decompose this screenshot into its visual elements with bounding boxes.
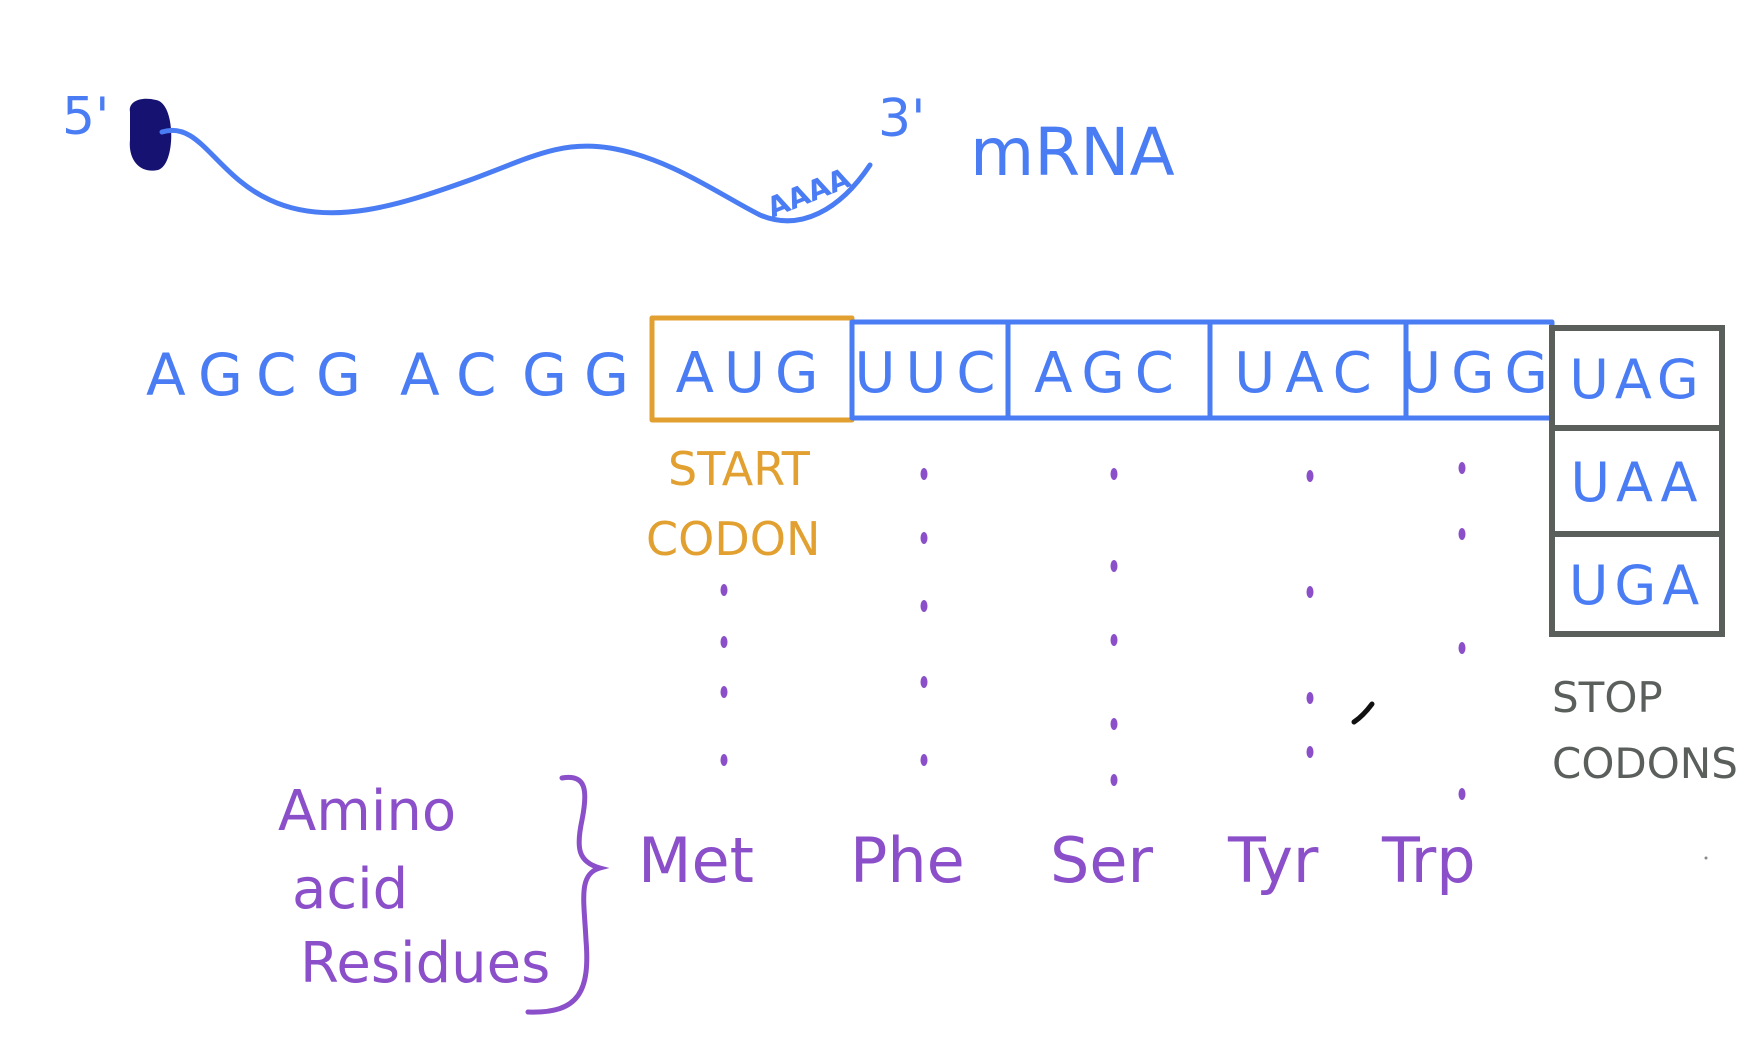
codon-text: AGC xyxy=(1034,341,1184,406)
mrna-label: mRNA xyxy=(970,114,1175,191)
leader-base: G xyxy=(522,341,567,409)
codon-box: AGC xyxy=(1005,319,1213,421)
connector-dot xyxy=(1110,634,1118,646)
connector-dot xyxy=(1458,788,1466,800)
connector-dot xyxy=(1458,462,1466,474)
residue-label: Phe xyxy=(850,824,965,897)
codon-row: AUG UUC AGC UAC UGG xyxy=(649,315,1558,423)
leader-base: C xyxy=(256,341,297,409)
pen-mark xyxy=(1351,701,1375,725)
codon-box: UGG xyxy=(1400,319,1558,421)
connector-dot xyxy=(1306,470,1314,482)
leader-base: G xyxy=(316,341,361,409)
stop-codons-label: STOP CODONS xyxy=(1552,673,1738,788)
three-prime-label: 3' xyxy=(878,89,925,149)
connector-dot xyxy=(1306,586,1314,598)
leader-base: A xyxy=(146,341,186,409)
connector-dot xyxy=(1110,468,1118,480)
start-label-line-1: START xyxy=(668,442,811,496)
residue-label: Ser xyxy=(1050,824,1154,897)
codon-text: UUC xyxy=(854,341,1005,406)
connector-dot xyxy=(720,636,728,648)
stop-codon: UAA xyxy=(1571,451,1704,514)
codon-box: UAC xyxy=(1207,319,1409,421)
connector-dot xyxy=(1306,746,1314,758)
leader-base: G xyxy=(584,341,629,409)
stop-codon: UGA xyxy=(1569,554,1705,617)
residue-label: Met xyxy=(638,824,754,897)
speck xyxy=(1704,856,1708,860)
dotted-connectors xyxy=(720,462,1466,800)
five-prime-cap xyxy=(129,98,172,171)
leader-base: A xyxy=(400,341,440,409)
connector-dot xyxy=(1110,560,1118,572)
connector-dot xyxy=(920,532,928,544)
connector-dot xyxy=(1110,774,1118,786)
codon-text: UAC xyxy=(1234,341,1381,406)
amino-label-line-1: Amino xyxy=(278,779,456,844)
connector-dot xyxy=(1306,692,1314,704)
codon-box: UUC xyxy=(849,319,1011,421)
five-prime-label: 5' xyxy=(62,87,109,147)
mrna-strand: 5' AAAA 3' mRNA xyxy=(62,87,1175,224)
connector-dot xyxy=(1458,528,1466,540)
leader-base: G xyxy=(198,341,243,409)
codon-text: AUG xyxy=(676,341,829,406)
connector-dot xyxy=(720,754,728,766)
stop-codon-table: UAG UAA UGA xyxy=(1549,325,1725,637)
amino-label-line-2: acid xyxy=(292,857,408,922)
connector-dot xyxy=(1110,718,1118,730)
connector-dot xyxy=(920,468,928,480)
leader-base: C xyxy=(456,341,497,409)
mrna-backbone xyxy=(159,127,873,224)
stop-label-line-2: CODONS xyxy=(1552,739,1738,788)
amino-acid-residues: Met Phe Ser Tyr Trp xyxy=(638,824,1476,897)
amino-label-line-3: Residues xyxy=(300,931,550,996)
start-codon-box: AUG xyxy=(649,315,855,423)
start-label-line-2: CODON xyxy=(646,512,820,566)
connector-dot xyxy=(720,686,728,698)
residue-label: Trp xyxy=(1381,824,1476,897)
codon-text: UGG xyxy=(1400,341,1558,406)
connector-dot xyxy=(920,600,928,612)
connector-dot xyxy=(1458,642,1466,654)
stop-table-border xyxy=(1549,325,1725,637)
connector-dot xyxy=(920,754,928,766)
stop-label-line-1: STOP xyxy=(1552,673,1663,722)
connector-dot xyxy=(920,676,928,688)
curly-brace xyxy=(525,774,610,1015)
stop-codon: UAG xyxy=(1569,348,1704,411)
residue-label: Tyr xyxy=(1227,824,1319,897)
amino-acid-label: Amino acid Residues xyxy=(278,779,550,996)
start-codon-label: START CODON xyxy=(646,442,820,566)
connector-dot xyxy=(720,584,728,596)
